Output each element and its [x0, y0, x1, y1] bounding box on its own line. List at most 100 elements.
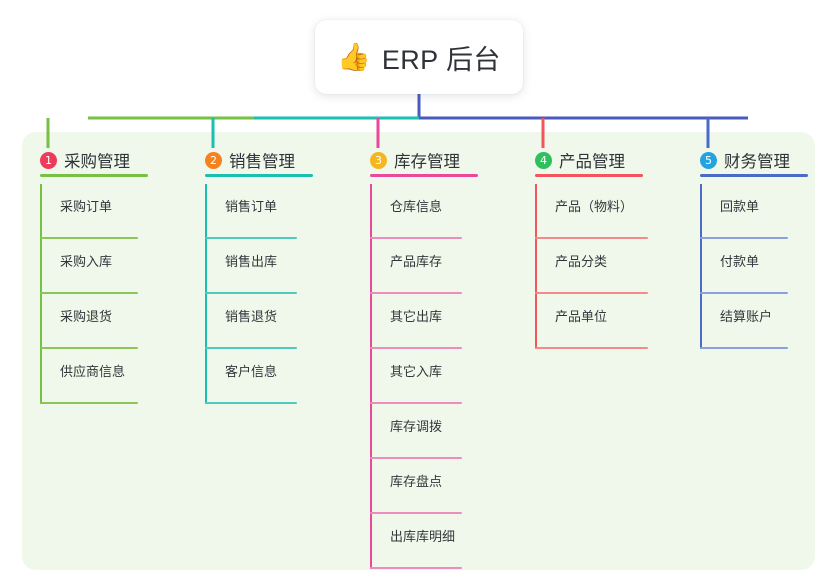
branch-badge-4: 4: [535, 151, 552, 169]
leaf-item-rule: [700, 237, 788, 239]
leaf-item-label: 其它出库: [390, 309, 443, 324]
root-node-title: ERP 后台: [381, 44, 501, 75]
leaf-item-rule: [370, 567, 462, 569]
leaf-item-label: 产品（物料）: [555, 199, 634, 214]
leaf-item-label: 采购订单: [60, 199, 113, 214]
leaf-list-1: 采购订单采购入库采购退货供应商信息: [40, 184, 138, 404]
leaf-spine: [700, 184, 702, 349]
branch-title-5: 财务管理: [724, 153, 790, 171]
branch-header-rule: [535, 174, 643, 177]
leaf-spine: [535, 184, 537, 349]
leaf-item[interactable]: 回款单: [700, 184, 790, 239]
leaf-item[interactable]: 采购入库: [40, 239, 138, 294]
branch-title-4: 产品管理: [559, 153, 625, 171]
leaf-item[interactable]: 采购订单: [40, 184, 138, 239]
leaf-item-rule: [535, 347, 648, 349]
content-panel: [22, 132, 815, 570]
branch-column-3: 3 库存管理仓库信息产品库存其它出库其它入库库存调拨库存盘点出库库明细: [370, 145, 478, 569]
branch-title-1: 采购管理: [64, 153, 130, 171]
leaf-item-rule: [370, 292, 462, 294]
leaf-item-rule: [370, 457, 462, 459]
branch-column-5: 5 财务管理回款单付款单结算账户: [700, 145, 808, 349]
leaf-item-rule: [205, 237, 297, 239]
leaf-item-label: 供应商信息: [60, 364, 126, 379]
leaf-item-label: 其它入库: [390, 364, 443, 379]
leaf-item-label: 采购入库: [60, 254, 113, 269]
leaf-item-label: 销售出库: [225, 254, 278, 269]
branch-column-4: 4 产品管理产品（物料） 产品分类产品单位: [535, 145, 648, 349]
leaf-item-rule: [370, 512, 462, 514]
branch-header-5[interactable]: 5 财务管理: [700, 145, 808, 177]
leaf-item-rule: [535, 292, 648, 294]
branch-header-rule: [370, 174, 478, 177]
root-node-content: 👍 ERP 后台: [337, 38, 501, 77]
branch-header-rule: [40, 174, 148, 177]
leaf-item[interactable]: 产品分类: [535, 239, 648, 294]
leaf-item-label: 付款单: [720, 254, 760, 269]
leaf-spine: [370, 184, 372, 569]
branch-title-3: 库存管理: [394, 153, 460, 171]
leaf-item[interactable]: 产品库存: [370, 239, 462, 294]
branch-badge-2: 2: [205, 151, 222, 169]
leaf-item-rule: [535, 237, 648, 239]
leaf-item[interactable]: 库存盘点: [370, 459, 462, 514]
leaf-list-2: 销售订单销售出库销售退货客户信息: [205, 184, 297, 404]
leaf-item[interactable]: 客户信息: [205, 349, 297, 404]
leaf-list-4: 产品（物料） 产品分类产品单位: [535, 184, 648, 349]
root-node[interactable]: 👍 ERP 后台: [315, 20, 523, 94]
leaf-item-rule: [40, 347, 138, 349]
branch-badge-3: 3: [370, 151, 387, 169]
leaf-item[interactable]: 销售出库: [205, 239, 297, 294]
thumbs-up-icon: 👍: [337, 41, 371, 72]
leaf-item-rule: [370, 402, 462, 404]
leaf-item-rule: [40, 292, 138, 294]
leaf-item[interactable]: 销售退货: [205, 294, 297, 349]
leaf-item-label: 产品分类: [555, 254, 608, 269]
leaf-item-rule: [40, 402, 138, 404]
branch-badge-5: 5: [700, 151, 717, 169]
branch-header-rule: [700, 174, 808, 177]
leaf-item-rule: [40, 237, 138, 239]
leaf-item[interactable]: 结算账户: [700, 294, 790, 349]
leaf-item-rule: [205, 292, 297, 294]
leaf-item-rule: [370, 237, 462, 239]
leaf-item[interactable]: 供应商信息: [40, 349, 138, 404]
leaf-item-label: 库存盘点: [390, 474, 443, 489]
leaf-item[interactable]: 产品（物料）: [535, 184, 648, 239]
leaf-item-label: 结算账户: [720, 309, 773, 324]
leaf-item-label: 客户信息: [225, 364, 278, 379]
leaf-item[interactable]: 销售订单: [205, 184, 297, 239]
leaf-item-label: 销售退货: [225, 309, 278, 324]
branch-header-2[interactable]: 2 销售管理: [205, 145, 313, 177]
branch-title-2: 销售管理: [229, 153, 295, 171]
leaf-item[interactable]: 其它出库: [370, 294, 462, 349]
branch-header-4[interactable]: 4 产品管理: [535, 145, 643, 177]
leaf-item[interactable]: 仓库信息: [370, 184, 462, 239]
leaf-spine: [40, 184, 42, 404]
leaf-item-label: 库存调拨: [390, 419, 443, 434]
leaf-item-label: 销售订单: [225, 199, 278, 214]
leaf-item-label: 出库库明细: [390, 529, 456, 544]
leaf-item-rule: [205, 402, 297, 404]
leaf-item-label: 产品库存: [390, 254, 443, 269]
leaf-list-5: 回款单付款单结算账户: [700, 184, 790, 349]
leaf-item-label: 产品单位: [555, 309, 608, 324]
leaf-item-rule: [700, 292, 788, 294]
branch-column-2: 2 销售管理销售订单销售出库销售退货客户信息: [205, 145, 313, 404]
leaf-item[interactable]: 采购退货: [40, 294, 138, 349]
leaf-item[interactable]: 出库库明细: [370, 514, 462, 569]
leaf-item-rule: [205, 347, 297, 349]
leaf-item[interactable]: 其它入库: [370, 349, 462, 404]
leaf-list-3: 仓库信息产品库存其它出库其它入库库存调拨库存盘点出库库明细: [370, 184, 462, 569]
leaf-item-rule: [700, 347, 788, 349]
branch-header-rule: [205, 174, 313, 177]
leaf-item[interactable]: 产品单位: [535, 294, 648, 349]
leaf-item-label: 采购退货: [60, 309, 113, 324]
leaf-item[interactable]: 库存调拨: [370, 404, 462, 459]
branch-header-3[interactable]: 3 库存管理: [370, 145, 478, 177]
leaf-item[interactable]: 付款单: [700, 239, 790, 294]
leaf-item-label: 仓库信息: [390, 199, 443, 214]
